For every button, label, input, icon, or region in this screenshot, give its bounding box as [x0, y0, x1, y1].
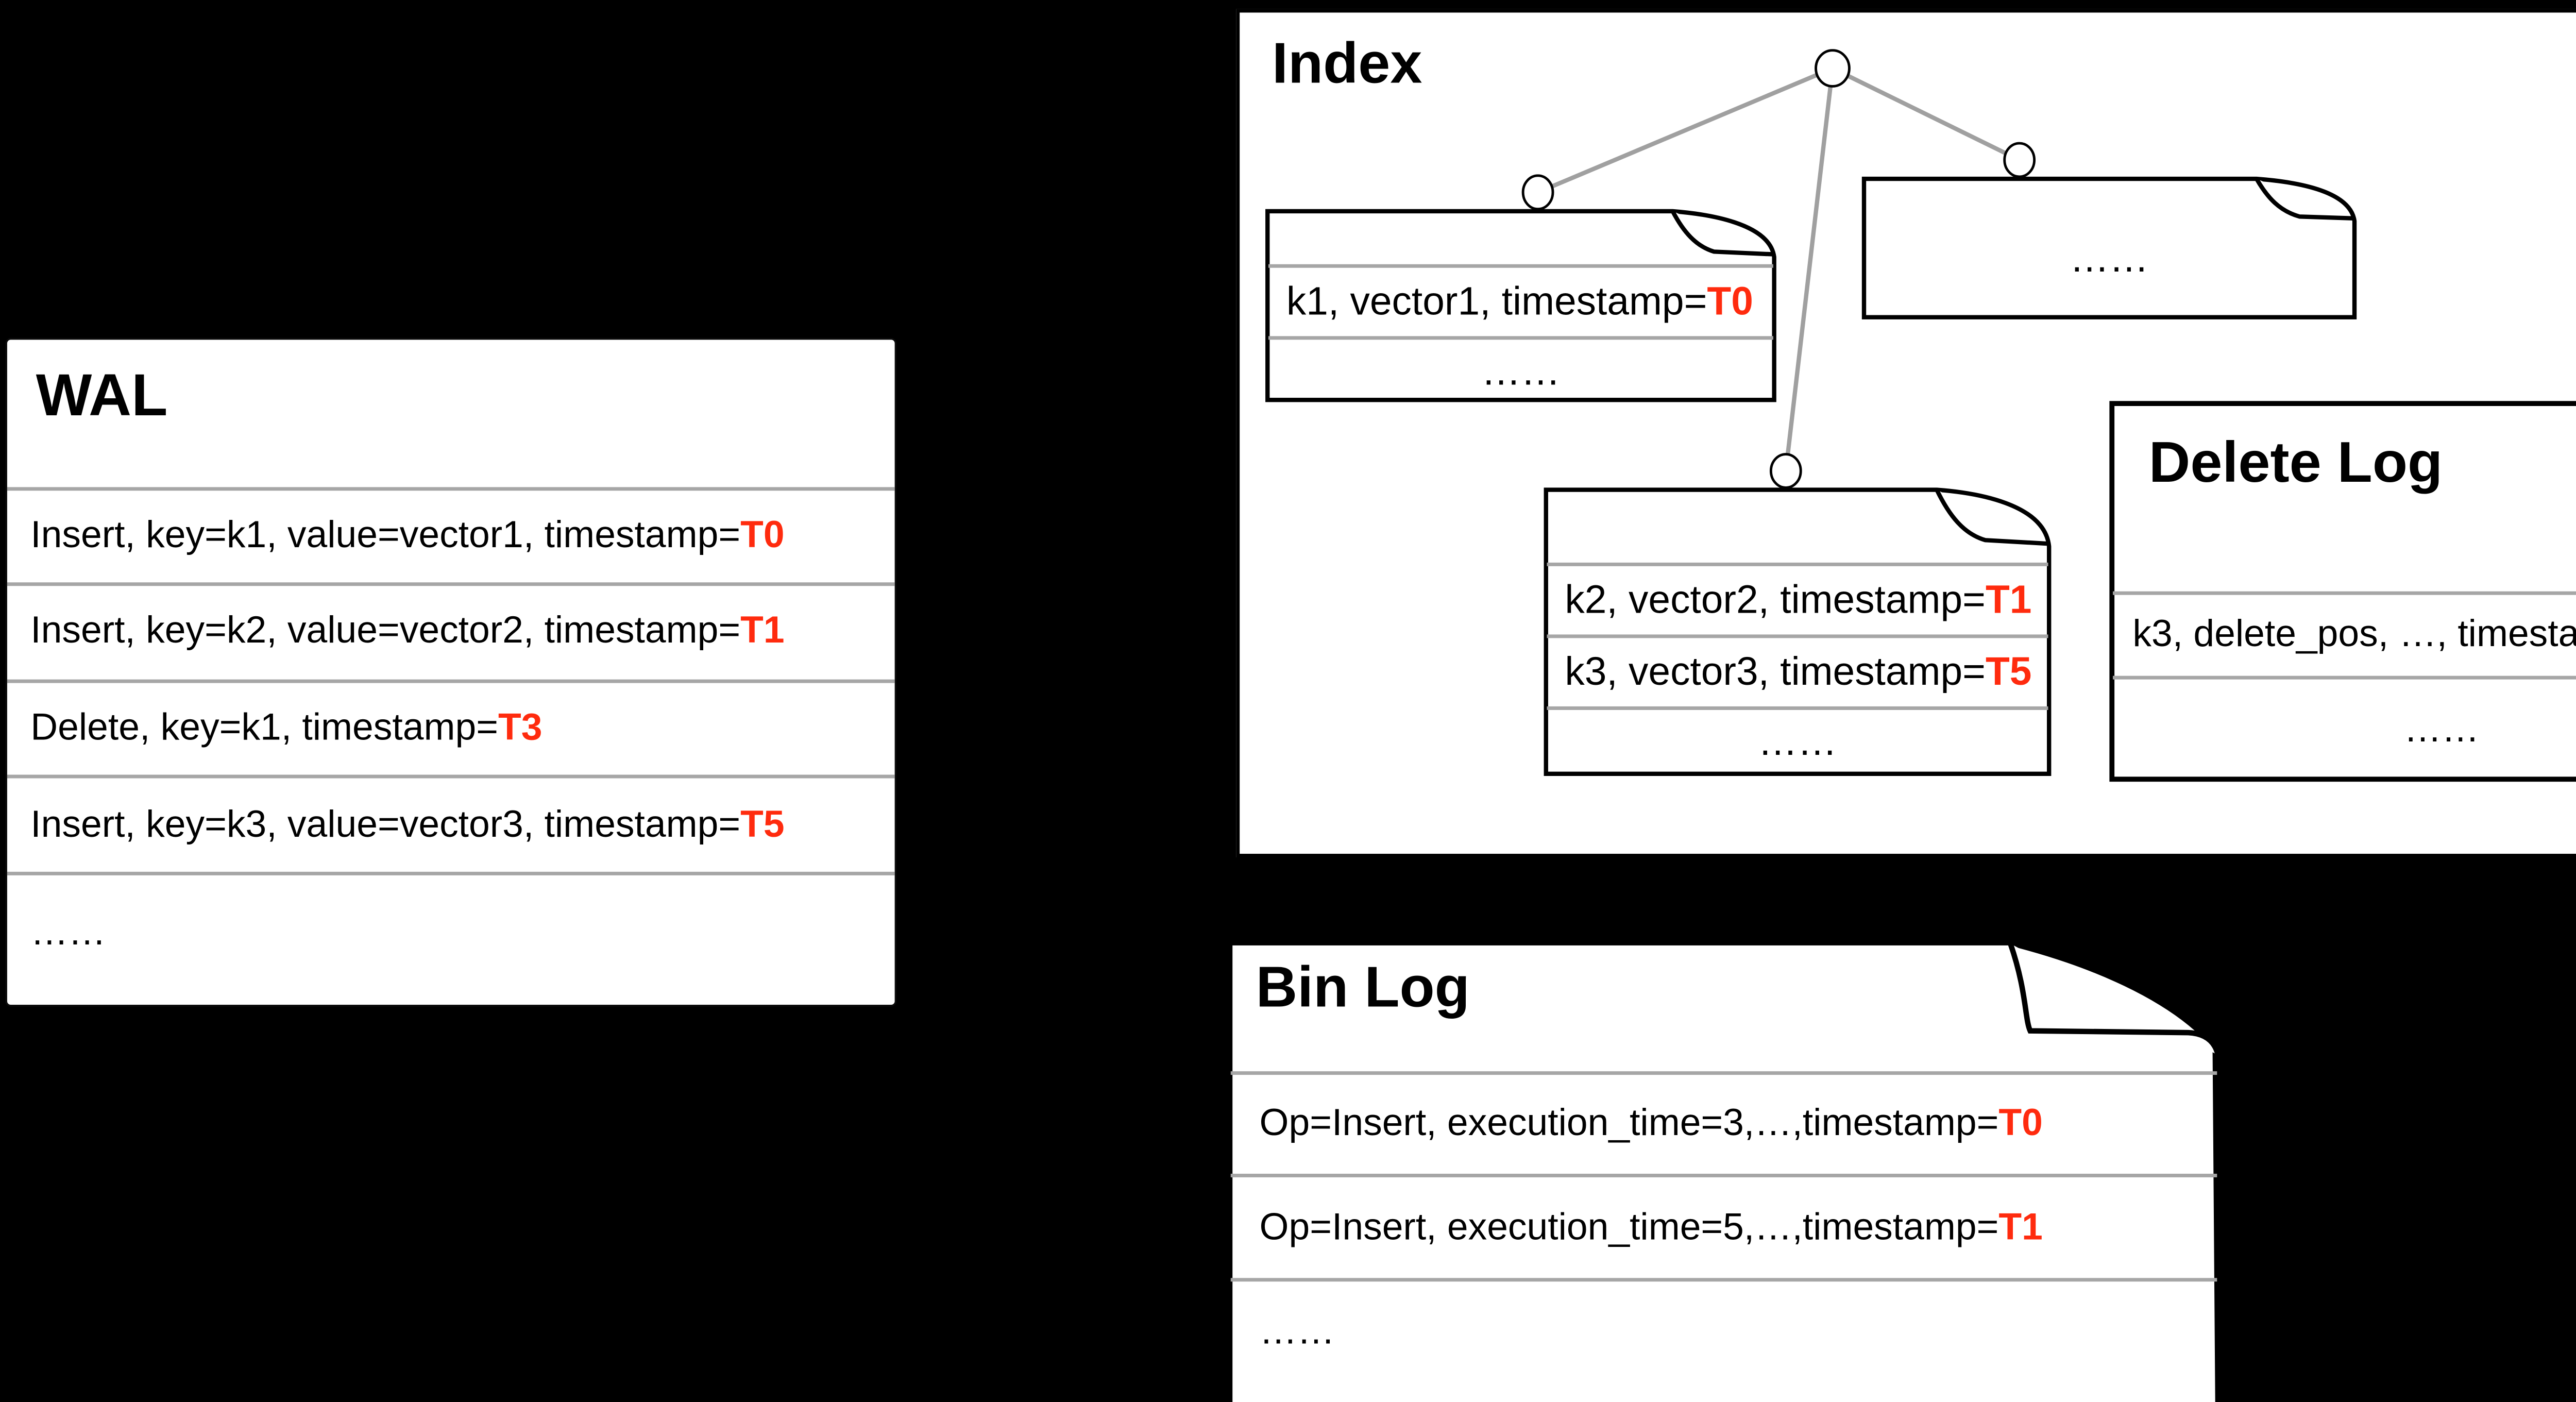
tree-edge — [1784, 68, 1835, 471]
row-text: …… — [2403, 709, 2480, 751]
wal-row: Insert, key=k2, value=vector2, timestamp… — [30, 612, 784, 650]
row-divider — [1547, 706, 2048, 710]
delete-log-row: …… — [2109, 711, 2576, 749]
delete-log-row: k3, delete_pos, …, timestamp=T3 — [2132, 616, 2576, 653]
row-text: k2, vector2, timestamp= — [1565, 577, 1986, 622]
row-divider — [7, 582, 895, 586]
timestamp-value: T0 — [1998, 1103, 2043, 1144]
timestamp-value: T1 — [1998, 1207, 2043, 1248]
row-text: Op=Insert, execution_time=5,…,timestamp= — [1259, 1207, 1999, 1248]
tree-child-node-icon — [1769, 453, 1802, 489]
delete-log-title: Delete Log — [2148, 429, 2443, 495]
document-outline — [1227, 940, 2221, 1402]
row-text: …… — [1259, 1311, 1335, 1353]
document-outline — [1861, 176, 2357, 319]
wal-row: Insert, key=k3, value=vector3, timestamp… — [30, 806, 784, 844]
row-divider — [7, 679, 895, 683]
timestamp-value: T0 — [1707, 278, 1754, 324]
timestamp-value: T5 — [1985, 649, 2032, 694]
wal-title: WAL — [36, 361, 168, 428]
row-text: …… — [1481, 348, 1561, 394]
wal-row: Insert, key=k1, value=vector1, timestamp… — [30, 517, 784, 554]
index-file-row: k3, vector3, timestamp=T5 — [1565, 652, 2031, 692]
timestamp-value: T1 — [1985, 577, 2032, 622]
row-text: …… — [1758, 719, 1837, 764]
row-divider — [7, 871, 895, 875]
row-divider — [2112, 591, 2576, 595]
bin-log-row: …… — [1260, 1313, 1335, 1350]
wal-row: Delete, key=k1, timestamp=T3 — [30, 709, 542, 747]
row-text: Op=Insert, execution_time=3,…,timestamp= — [1259, 1103, 1999, 1144]
timestamp-value: T3 — [498, 707, 543, 749]
row-divider — [1547, 634, 2048, 638]
index-file-row: …… — [1544, 722, 2052, 762]
index-file2-document: k2, vector2, timestamp=T1 k3, vector3, t… — [1544, 487, 2052, 776]
row-divider — [7, 487, 895, 491]
row-text: Delete, key=k1, timestamp= — [30, 707, 499, 749]
bin-log-row: Op=Insert, execution_time=5,…,timestamp=… — [1260, 1209, 2043, 1246]
timestamp-value: T5 — [740, 804, 785, 846]
row-divider — [1230, 1278, 2217, 1282]
tree-child-node-icon — [2003, 142, 2036, 178]
row-text: Insert, key=k1, value=vector1, timestamp… — [30, 515, 741, 556]
wal-panel: WAL Insert, key=k1, value=vector1, times… — [5, 337, 897, 1007]
delete-log-document: Delete Log k3, delete_pos, …, timestamp=… — [2109, 401, 2576, 782]
tree-edge — [1832, 66, 2021, 162]
timestamp-value: T0 — [740, 515, 785, 556]
index-file-row: …… — [1265, 348, 1777, 394]
document-outline — [2109, 401, 2576, 782]
tree-child-node-icon — [1521, 174, 1554, 211]
tree-root-node-icon — [1815, 49, 1851, 88]
index-tree — [1521, 49, 2036, 489]
row-divider — [1230, 1071, 2217, 1075]
row-divider — [1268, 264, 1773, 268]
index-file-row: k2, vector2, timestamp=T1 — [1565, 580, 2031, 620]
timestamp-value: T1 — [740, 610, 785, 652]
bin-log-row: Op=Insert, execution_time=3,…,timestamp=… — [1260, 1105, 2043, 1142]
bin-log-document: Bin Log Op=Insert, execution_time=3,…,ti… — [1227, 940, 2221, 1402]
row-divider — [1547, 562, 2048, 566]
row-text: k1, vector1, timestamp= — [1286, 278, 1707, 324]
row-divider — [1268, 336, 1773, 340]
row-text: …… — [2070, 235, 2149, 281]
row-divider — [2112, 675, 2576, 680]
row-text: Insert, key=k2, value=vector2, timestamp… — [30, 610, 741, 652]
index-file-row: k1, vector1, timestamp=T0 — [1286, 278, 1754, 324]
index-file3-document: …… — [1861, 176, 2357, 320]
index-title: Index — [1272, 30, 1422, 95]
document-outline — [1544, 487, 2052, 776]
row-text: …… — [30, 912, 106, 954]
document-outline — [1265, 209, 1776, 402]
row-divider — [1230, 1173, 2217, 1177]
index-file1-document: k1, vector1, timestamp=T0 …… — [1265, 209, 1777, 403]
tree-edge — [1537, 66, 1834, 195]
row-text: Insert, key=k3, value=vector3, timestamp… — [30, 804, 741, 846]
bin-log-title: Bin Log — [1256, 954, 1470, 1019]
index-file-row: …… — [1861, 238, 2357, 279]
row-text: k3, delete_pos, …, timestamp= — [2132, 614, 2576, 655]
row-divider — [7, 774, 895, 779]
wal-row: …… — [30, 914, 106, 952]
row-text: k3, vector3, timestamp= — [1565, 649, 1986, 694]
